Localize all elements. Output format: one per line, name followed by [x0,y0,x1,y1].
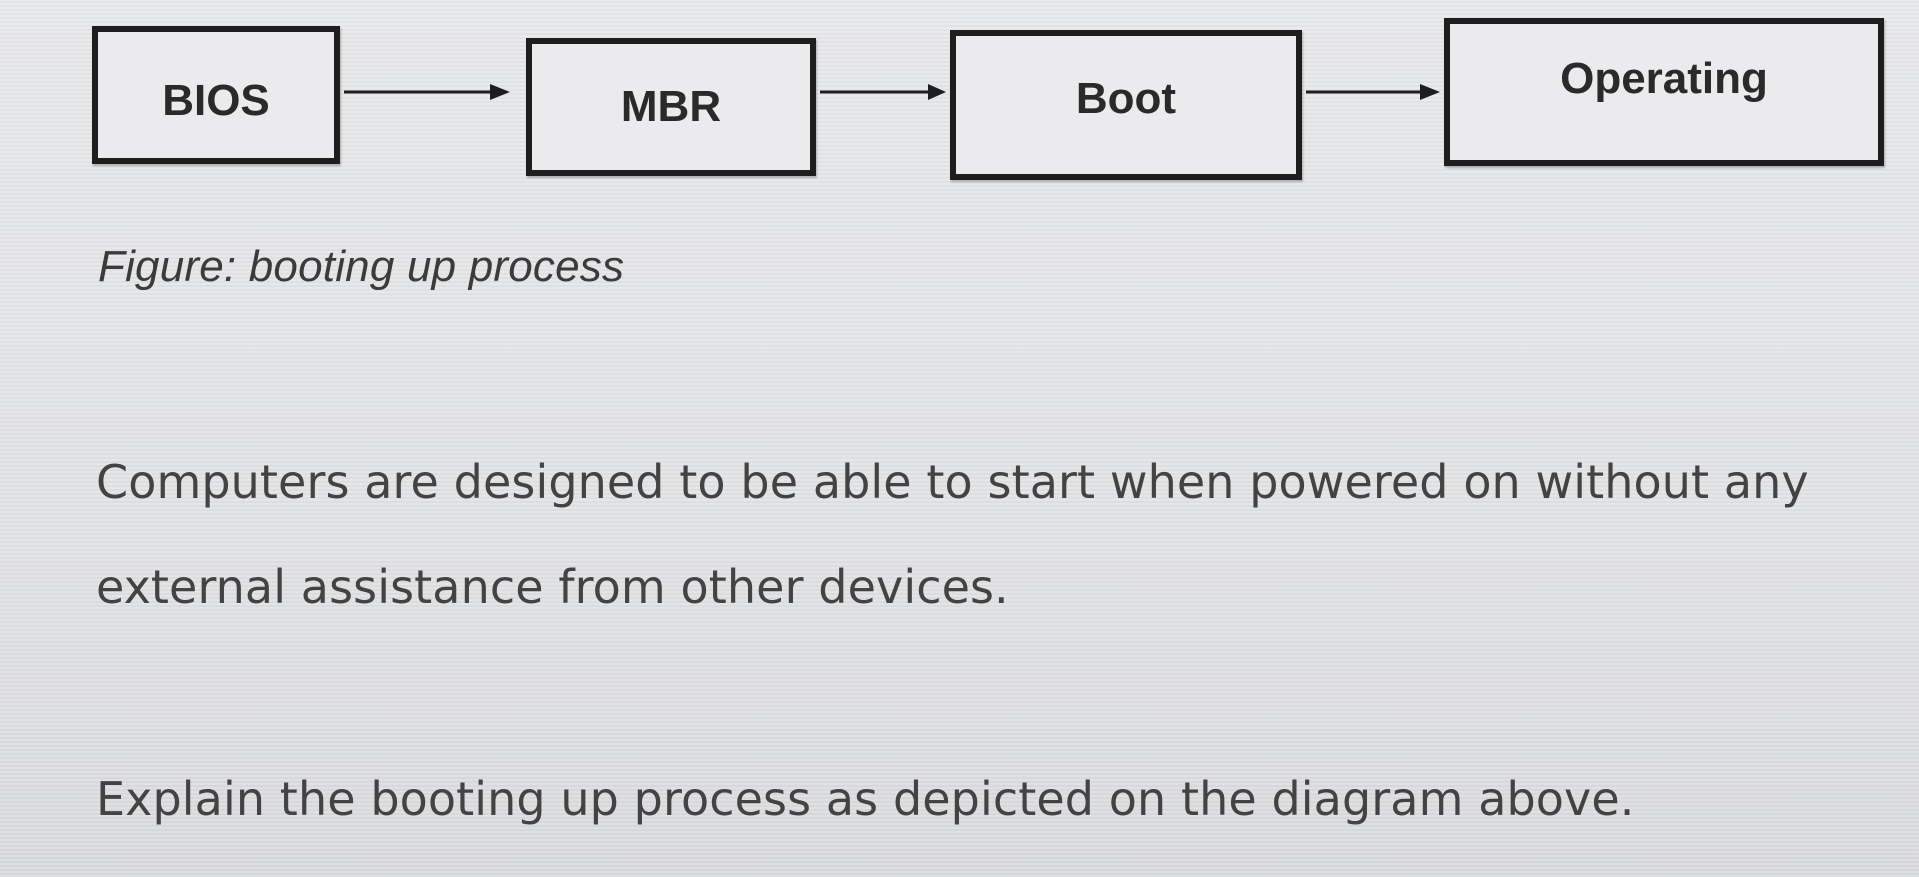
boot-process-diagram: BIOS MBR Boot Operating [0,0,1919,200]
bios-step-label: BIOS [162,76,270,125]
paragraph-line-1: Computers are designed to be able to sta… [96,455,1809,509]
paragraph-line-2: external assistance from other devices. [96,560,1009,614]
mbr-step-label: MBR [620,82,722,131]
boot-step-label: Boot [1075,74,1177,123]
arrow-mbr-to-boot [820,84,946,100]
arrow-boot-to-operating [1306,84,1440,100]
figure-caption: Figure: booting up process [98,242,625,291]
arrow-bios-to-mbr [344,84,510,100]
mbr-step-box: MBR [526,38,816,176]
operating-step-box: Operating [1444,18,1884,166]
operating-step-label: Operating [1560,54,1768,103]
arrows-layer [344,84,1440,100]
question-text: Explain the booting up process as depict… [96,772,1635,826]
boot-step-box: Boot [950,30,1302,180]
bios-step-box: BIOS [92,26,340,164]
